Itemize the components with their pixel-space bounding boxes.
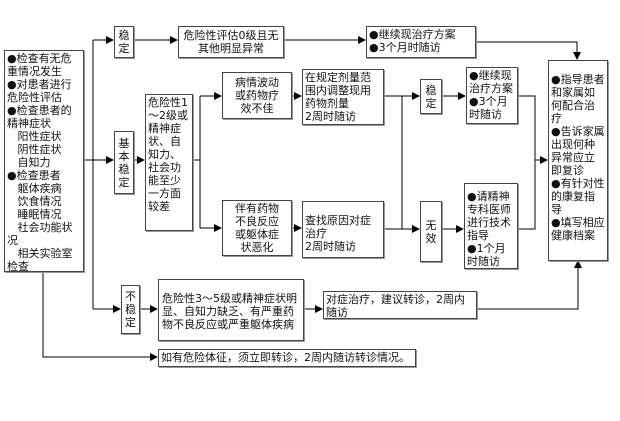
adverse-box: 伴有药物 不良反应 或躯体症 状恶化 bbox=[222, 200, 292, 256]
continue-top-box: ●继续现治疗方案 ●3个月时随访 bbox=[366, 26, 476, 58]
find-cause-box: 查找原因对症治疗 2周时随访 bbox=[302, 201, 384, 258]
assessment-box: ●检查有无危重情况发生 ●对患者进行危险性评估 ●检查患者的精神症状 阳性症状 … bbox=[4, 50, 84, 273]
stable-box: 稳 定 bbox=[114, 26, 134, 58]
level35-box: 危险性3～5级或精神症状明显、自知力缺乏、有严重药物不良反应或严重躯体疾病 bbox=[158, 279, 304, 341]
symptomatic-box: 对症治疗，建议转诊，2周内随访 bbox=[323, 291, 477, 319]
unstable-box: 不 稳 定 bbox=[121, 285, 140, 334]
adjust-dose-box: 在规定剂量范围内调整现用药物剂量 2周时随访 bbox=[302, 69, 384, 125]
level12-box: 危险性1～2级或精神症状、自知力、社会功能至少一方面较差 bbox=[145, 94, 193, 231]
danger-referral-box: 如有危险体征，须立即转诊，2周内随访转诊情况。 bbox=[158, 349, 416, 367]
level0-box: 危险性评估0级且无 其他明显异常 bbox=[178, 26, 284, 58]
continue-mid-box: ●继续现治疗方案 ●3个月时随访 bbox=[466, 67, 518, 124]
fluctuation-box: 病情波动 或药物疗 效不佳 bbox=[222, 72, 292, 119]
basic-stable-box: 基 本 稳 定 bbox=[114, 131, 134, 194]
stable2-box: 稳 定 bbox=[420, 79, 442, 114]
guidance-box: ●指导患者和家属如何配合治疗 ●告诉家属出现何种异常应立即复诊 ●有针对性的康复… bbox=[548, 60, 608, 261]
ineffective-box: 无 效 bbox=[420, 201, 442, 262]
consult-box: ●请精神专科医师进行技术指导 ●1个月时随访 bbox=[464, 183, 518, 269]
